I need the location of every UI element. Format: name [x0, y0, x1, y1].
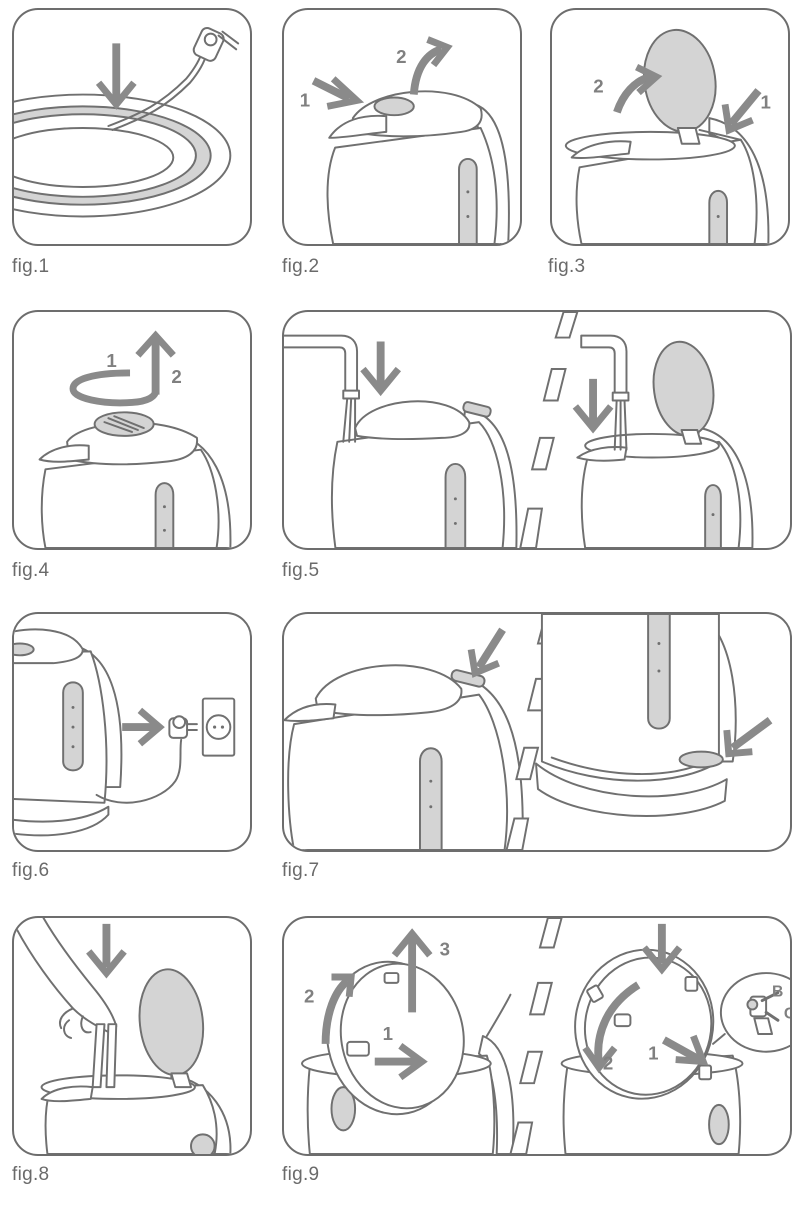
fig2-step-1-label: 1 — [300, 89, 310, 110]
fig9-detail-b-label: B — [772, 984, 783, 1001]
figure-9-panel: 2 3 1 2 1 B C — [282, 916, 792, 1156]
figure-2-panel: 1 2 — [282, 8, 522, 246]
fig4-step-2-label: 2 — [171, 366, 181, 387]
figure-4-panel: 1 2 — [12, 310, 252, 550]
figure-8-panel — [12, 916, 252, 1156]
fig2-step-2-label: 2 — [396, 46, 406, 67]
fig8-filter-clean-illustration — [14, 918, 232, 1154]
fig8-caption: fig.8 — [12, 1164, 50, 1185]
figure-1-panel — [12, 8, 252, 246]
fig5-caption: fig.5 — [282, 560, 320, 581]
fig1-caption: fig.1 — [12, 256, 50, 277]
fig9-detail-c-label: C — [784, 1005, 790, 1022]
fig9-step-1a-label: 1 — [383, 1023, 393, 1044]
fig6-caption: fig.6 — [12, 860, 50, 881]
fig2-lid-button-illustration: 1 2 — [300, 36, 510, 244]
fig2-caption: fig.2 — [282, 256, 320, 277]
fig6-plug-in-illustration — [14, 628, 236, 837]
fig9-step-3-label: 3 — [440, 938, 450, 959]
fig7-caption: fig.7 — [282, 860, 320, 881]
fig9-step-1b-label: 1 — [648, 1043, 658, 1064]
fig4-step-1-label: 1 — [106, 350, 116, 371]
fig1-base-cord-illustration — [14, 27, 240, 218]
fig9-step-2a-label: 2 — [304, 986, 314, 1007]
fig9-step-2b-label: 2 — [603, 1052, 613, 1073]
fig7-switch-on-illustration — [284, 614, 773, 850]
figure-5-panel — [282, 310, 792, 550]
figure-6-panel — [12, 612, 252, 852]
fig3-step-1-label: 1 — [760, 91, 770, 112]
fig3-caption: fig.3 — [548, 256, 586, 277]
fig4-caption: fig.4 — [12, 560, 50, 581]
fig3-lid-open-illustration: 2 1 — [564, 28, 771, 244]
fig5-fill-water-illustration — [284, 312, 754, 548]
fig4-lid-twist-illustration: 1 2 — [38, 330, 232, 548]
figure-7-panel — [282, 612, 792, 852]
fig9-filter-remove-illustration: 2 3 1 2 1 B C — [301, 918, 790, 1154]
figure-3-panel: 2 1 — [550, 8, 790, 246]
fig3-step-2-label: 2 — [593, 76, 603, 97]
fig9-caption: fig.9 — [282, 1164, 320, 1185]
